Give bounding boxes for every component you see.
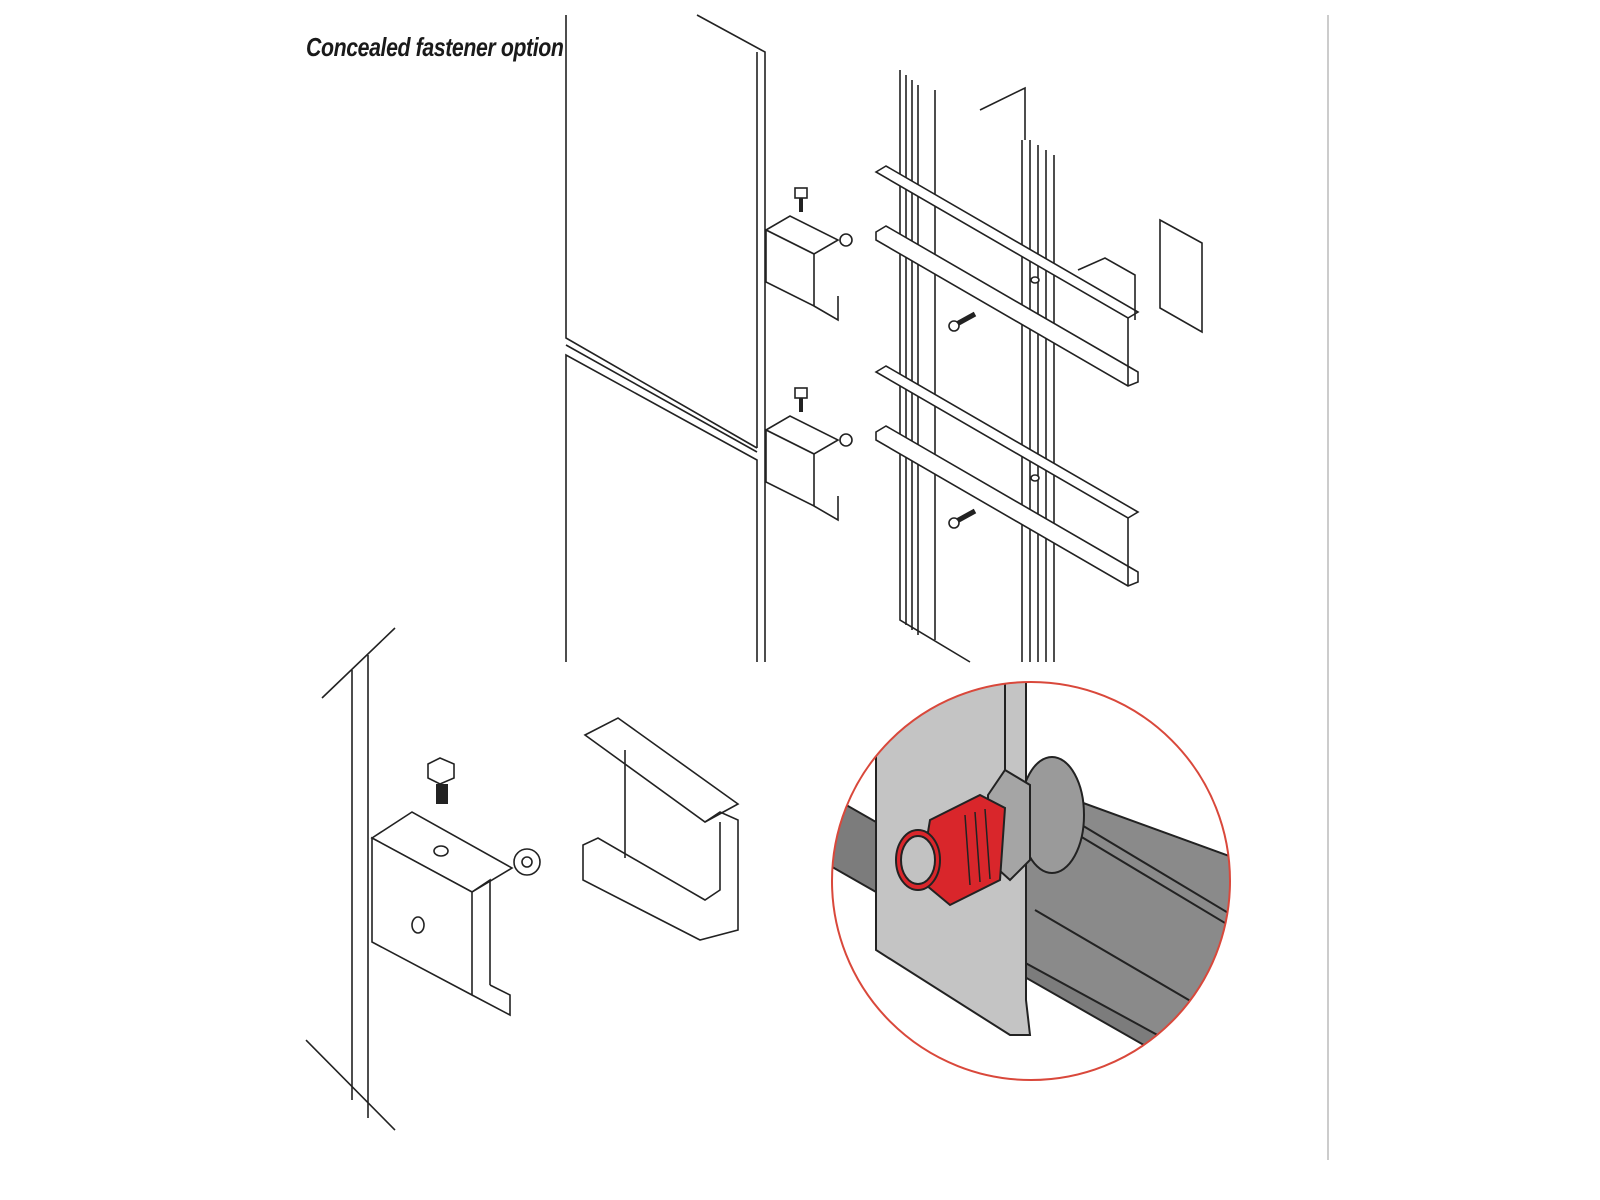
rail-channel-icon (582, 717, 740, 941)
clip-bracket-detail (305, 627, 541, 1131)
anchor-detail-icon (831, 681, 1231, 1081)
vertical-mullion (899, 70, 1055, 663)
bolt-icon (427, 757, 455, 804)
screw-icon (948, 311, 977, 529)
shim-plate (1159, 218, 1203, 334)
wall-panels (565, 14, 766, 662)
horizontal-rail-lower (874, 365, 1140, 587)
horizontal-rail-upper (874, 165, 1140, 387)
clip-bracket-icon (764, 187, 853, 522)
diagram-title: Concealed fastener option (306, 32, 564, 62)
washer-icon (513, 848, 541, 876)
red-anchor-sleeve (895, 793, 1007, 907)
